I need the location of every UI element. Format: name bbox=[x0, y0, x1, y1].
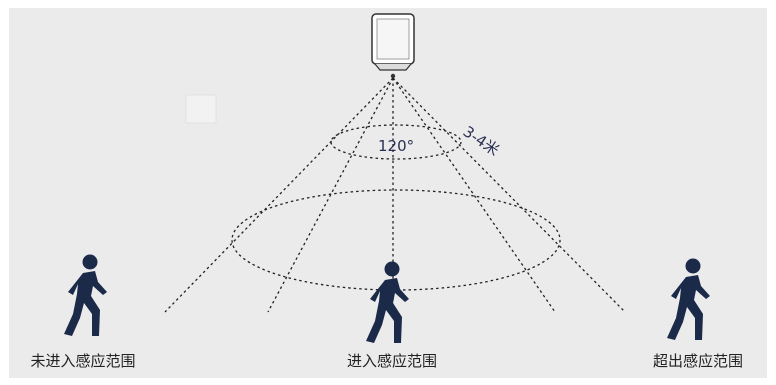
person-walking-icon bbox=[64, 254, 107, 336]
zone-label-outside-right: 超出感应范围 bbox=[652, 352, 744, 370]
zone-label-outside-left: 未进入感应范围 bbox=[30, 352, 136, 370]
motion-sensor-icon bbox=[371, 13, 415, 79]
distance-label: 3-4米 bbox=[460, 122, 503, 159]
faint-mark-icon bbox=[185, 94, 217, 124]
angle-label: 120° bbox=[378, 137, 414, 155]
zone-label-inside: 进入感应范围 bbox=[346, 352, 438, 370]
person-walking-icon bbox=[667, 258, 710, 340]
coverage-ellipses bbox=[231, 124, 561, 291]
beam-lines bbox=[164, 77, 626, 313]
person-walking-icon bbox=[366, 261, 409, 343]
